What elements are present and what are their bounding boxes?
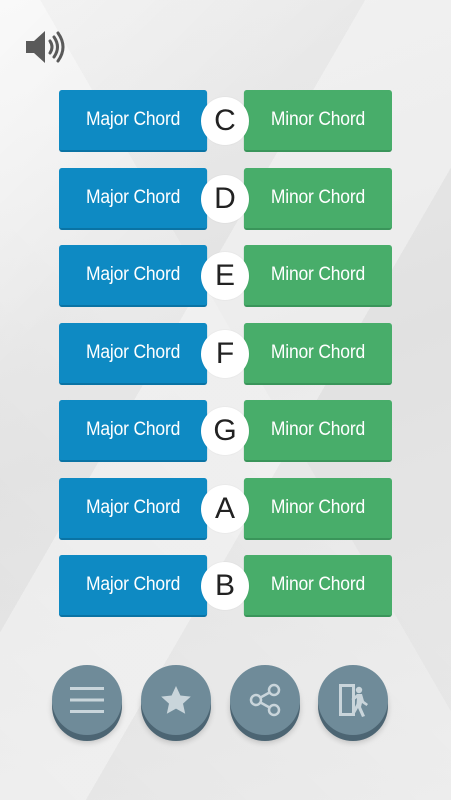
chord-row-f: Major Chord Minor Chord F <box>59 322 392 385</box>
favorite-button[interactable] <box>141 665 211 735</box>
share-button[interactable] <box>230 665 300 735</box>
speaker-volume-icon <box>26 31 65 63</box>
note-badge-f: F <box>201 329 249 378</box>
menu-button[interactable] <box>52 665 122 735</box>
major-chord-label: Major Chord <box>85 574 181 595</box>
menu-icon <box>70 687 104 713</box>
minor-chord-button-b[interactable]: Minor Chord <box>243 555 392 617</box>
note-badge-e: E <box>201 252 249 300</box>
minor-chord-label: Minor Chord <box>270 186 366 208</box>
note-badge-g: G <box>201 407 249 455</box>
major-chord-button-a[interactable]: Major Chord <box>59 477 208 540</box>
minor-chord-button-f[interactable]: Minor Chord <box>243 322 392 385</box>
share-icon <box>249 683 281 717</box>
chord-row-c: Major Chord Minor Chord C <box>59 90 392 152</box>
note-badge-d: D <box>201 174 249 223</box>
exit-icon <box>339 684 368 717</box>
minor-chord-label: Minor Chord <box>270 109 366 130</box>
major-chord-label: Major Chord <box>85 496 181 518</box>
chord-row-b: Major Chord Minor Chord B <box>59 555 392 617</box>
major-chord-button-f[interactable]: Major Chord <box>59 322 208 385</box>
major-chord-label: Major Chord <box>85 341 181 363</box>
major-chord-label: Major Chord <box>85 264 181 285</box>
chord-list: Major Chord Minor Chord C Major Chord Mi… <box>59 90 392 633</box>
minor-chord-button-e[interactable]: Minor Chord <box>243 245 392 307</box>
chord-row-e: Major Chord Minor Chord E <box>59 245 392 307</box>
major-chord-button-c[interactable]: Major Chord <box>59 90 208 152</box>
major-chord-button-g[interactable]: Major Chord <box>59 400 208 462</box>
minor-chord-label: Minor Chord <box>270 264 366 285</box>
major-chord-button-e[interactable]: Major Chord <box>59 245 208 307</box>
exit-button[interactable] <box>318 665 388 735</box>
note-badge-a: A <box>201 484 249 533</box>
minor-chord-button-a[interactable]: Minor Chord <box>243 477 392 540</box>
chord-row-g: Major Chord Minor Chord G <box>59 400 392 462</box>
major-chord-label: Major Chord <box>85 109 181 130</box>
chord-row-a: Major Chord Minor Chord A <box>59 477 392 540</box>
minor-chord-button-c[interactable]: Minor Chord <box>243 90 392 152</box>
sound-toggle-button[interactable] <box>23 26 69 68</box>
minor-chord-button-g[interactable]: Minor Chord <box>243 400 392 462</box>
minor-chord-label: Minor Chord <box>270 574 366 595</box>
note-badge-c: C <box>201 97 249 145</box>
major-chord-label: Major Chord <box>85 419 181 440</box>
star-icon <box>161 686 191 714</box>
major-chord-button-d[interactable]: Major Chord <box>59 167 208 230</box>
major-chord-button-b[interactable]: Major Chord <box>59 555 208 617</box>
minor-chord-label: Minor Chord <box>270 341 366 363</box>
minor-chord-label: Minor Chord <box>270 419 366 440</box>
chord-row-d: Major Chord Minor Chord D <box>59 167 392 230</box>
note-badge-b: B <box>201 562 249 610</box>
major-chord-label: Major Chord <box>85 186 181 208</box>
minor-chord-button-d[interactable]: Minor Chord <box>243 167 392 230</box>
minor-chord-label: Minor Chord <box>270 496 366 518</box>
bottom-toolbar <box>52 665 392 745</box>
